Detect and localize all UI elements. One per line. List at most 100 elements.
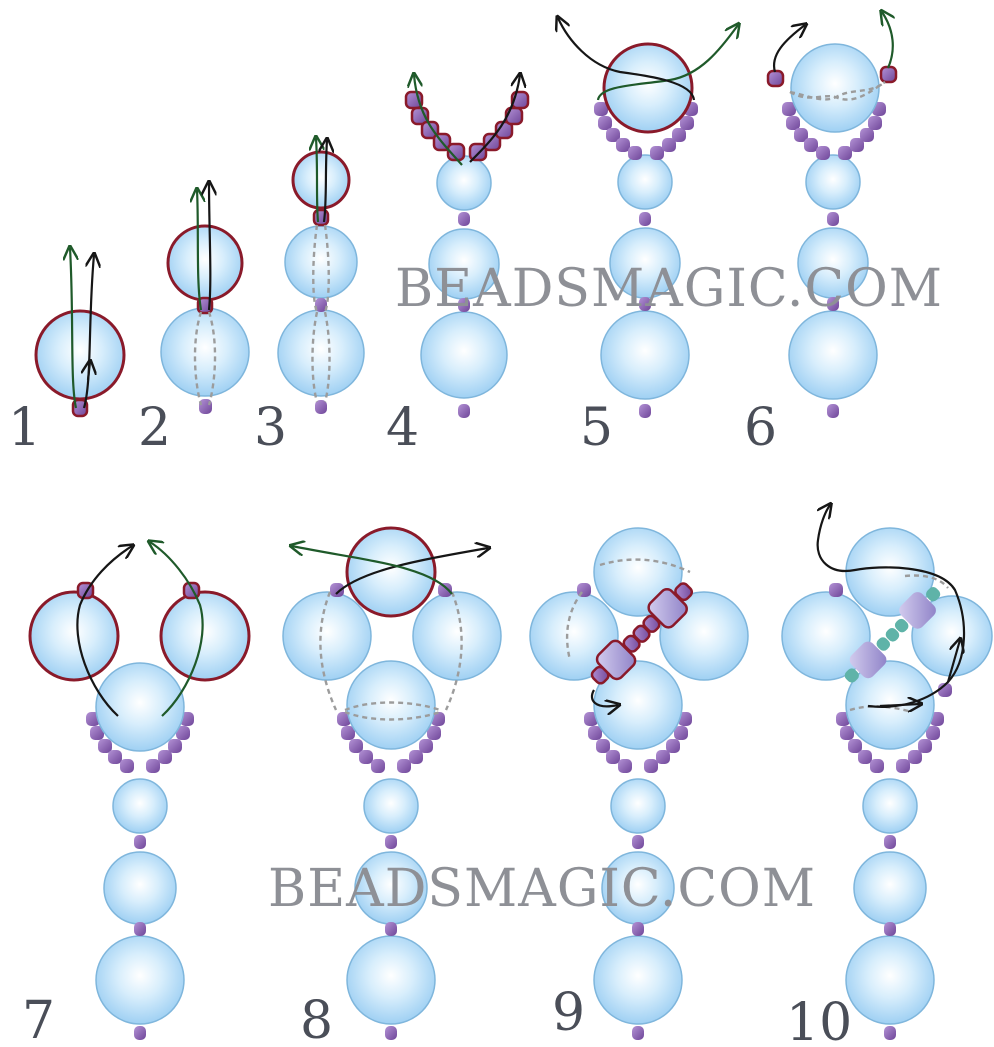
bead (345, 526, 437, 618)
thread (816, 505, 966, 708)
seed-bead-row (337, 712, 445, 773)
seed-bead (827, 297, 839, 311)
thread (70, 248, 76, 409)
step-number: 1 (8, 398, 41, 458)
seed-bead-row (782, 102, 886, 160)
seed-bead (879, 65, 898, 84)
bead (600, 310, 690, 400)
thread (88, 362, 90, 381)
bead (805, 154, 861, 210)
seed-bead (884, 835, 896, 849)
bead (593, 935, 683, 1025)
bead (112, 778, 168, 834)
seed-bead (632, 922, 644, 936)
step-number: 8 (300, 991, 333, 1047)
bead (420, 311, 508, 399)
seed-bead (639, 404, 651, 418)
bead (845, 935, 935, 1025)
bead (166, 224, 244, 302)
seed-bead (385, 835, 397, 849)
bead (34, 309, 126, 401)
step-3 (277, 138, 365, 414)
thread (209, 183, 210, 311)
seed-bead (829, 583, 843, 597)
seed-bead (884, 1026, 896, 1040)
seed-bead (458, 404, 470, 418)
step-number: 10 (786, 993, 852, 1047)
seed-bead (330, 583, 344, 597)
thread (879, 704, 920, 706)
step-number: 5 (580, 398, 613, 458)
step-8 (282, 526, 502, 1040)
step-9 (529, 527, 749, 1040)
bead (853, 851, 927, 925)
seed-bead (632, 1026, 644, 1040)
seed-bead (385, 1026, 397, 1040)
step-number: 9 (552, 983, 585, 1043)
step-4 (404, 75, 530, 418)
bead (346, 935, 436, 1025)
thread (82, 255, 94, 409)
bead (436, 155, 492, 211)
seed-bead (134, 1026, 146, 1040)
seed-bead (827, 404, 839, 418)
seed-bead-row (594, 102, 698, 160)
seed-bead (458, 298, 470, 312)
bead (602, 42, 694, 134)
bead (284, 225, 358, 299)
bead (95, 935, 185, 1025)
thread (558, 18, 696, 101)
thread (772, 25, 805, 73)
seed-bead (134, 835, 146, 849)
watermark: BEADSMAGIC.COM (268, 859, 816, 919)
watermark: BEADSMAGIC.COM (395, 259, 943, 319)
step-number: 6 (744, 398, 777, 458)
bead (781, 591, 871, 681)
thread (197, 190, 201, 311)
thread (596, 25, 738, 101)
thread (946, 640, 960, 683)
seed-bead (632, 835, 644, 849)
bead (788, 310, 878, 400)
thread (469, 75, 520, 163)
step-6 (766, 12, 898, 418)
seed-bead (639, 297, 651, 311)
step-10 (781, 505, 993, 1040)
step-number: 7 (22, 991, 55, 1047)
bead (95, 662, 185, 752)
step-number: 4 (386, 398, 419, 458)
diagonal-strand (590, 582, 694, 685)
seed-bead (385, 922, 397, 936)
bead (160, 307, 250, 397)
bead (363, 778, 419, 834)
thread (150, 542, 204, 717)
seed-bead (766, 69, 785, 88)
bead (28, 590, 120, 682)
seed-bead (884, 922, 896, 936)
bead (103, 851, 177, 925)
bead (346, 660, 436, 750)
bead (862, 778, 918, 834)
seed-bead (315, 298, 327, 312)
bead (159, 590, 251, 682)
bead (593, 660, 683, 750)
thread (292, 546, 453, 595)
step-5 (558, 18, 738, 418)
seed-bead (639, 212, 651, 226)
bead (291, 150, 351, 210)
bead (790, 43, 880, 133)
seed-bead (71, 398, 89, 418)
step-1 (34, 248, 126, 418)
bead (610, 778, 666, 834)
step-number: 2 (138, 398, 171, 458)
thread (414, 75, 463, 166)
bead (412, 591, 502, 681)
seed-bead (827, 212, 839, 226)
seed-bead (134, 922, 146, 936)
bead (282, 591, 372, 681)
seed-bead (315, 400, 327, 414)
step-2 (160, 183, 250, 414)
thread (590, 689, 618, 706)
seed-bead (458, 212, 470, 226)
